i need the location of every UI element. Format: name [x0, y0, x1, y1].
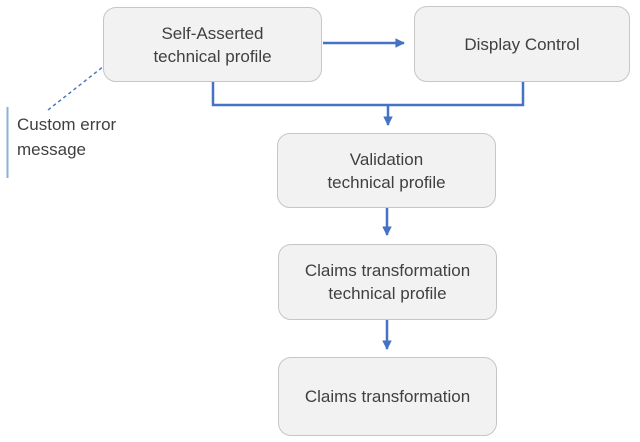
node-validation-technical-profile: Validation technical profile: [277, 133, 496, 208]
node-label-line: Validation: [349, 149, 424, 169]
node-label: Claims transformation technical profile: [305, 259, 470, 305]
custom-error-message-annotation: Custom error message: [17, 112, 116, 162]
node-self-asserted-technical-profile: Self-Asserted technical profile: [103, 7, 322, 82]
node-display-control: Display Control: [414, 6, 630, 82]
node-claims-transformation-technical-profile: Claims transformation technical profile: [278, 244, 497, 320]
connector-elbow-to-validation: [211, 82, 525, 107]
node-label-line: Claims transformation: [304, 261, 471, 280]
node-label: Claims transformation: [305, 385, 470, 408]
node-label-line: technical profile: [327, 172, 446, 192]
dashed-callout-line: [47, 65, 105, 111]
node-label-line: Claims transformation: [304, 387, 471, 406]
node-label-line: Self-Asserted: [161, 23, 264, 43]
node-label: Validation technical profile: [327, 148, 445, 194]
node-label: Self-Asserted technical profile: [153, 22, 271, 68]
node-label-line: technical profile: [153, 46, 272, 66]
node-label-line: Display Control: [464, 34, 580, 54]
node-claims-transformation: Claims transformation: [278, 357, 497, 436]
annotation-line: Custom error: [17, 115, 117, 134]
node-label: Display Control: [464, 33, 579, 56]
annotation-line: message: [17, 140, 86, 159]
node-label-line: technical profile: [328, 284, 447, 303]
